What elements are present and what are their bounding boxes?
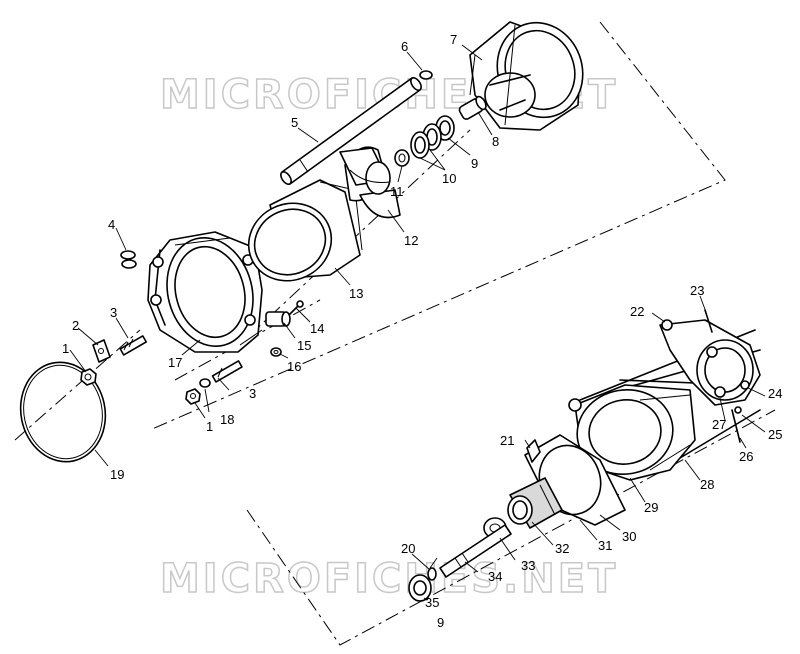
callout-31: 31 [598,538,612,553]
impeller-12 [339,146,401,219]
nut-1-left [80,368,97,386]
spacer-11 [394,149,410,167]
washer-16 [270,347,282,357]
stud-3-lower [211,360,243,383]
plate-2 [92,339,111,363]
spacer-15 [265,311,291,327]
callout-32: 32 [555,541,569,556]
bushing-8 [458,95,487,120]
ring-35 [427,567,437,581]
callout-2: 2 [72,318,79,333]
callout-24: 24 [768,386,782,401]
callout-18: 18 [220,412,234,427]
callout-25: 25 [768,427,782,442]
callout-10: 10 [442,171,456,186]
callout-3-upper: 3 [110,305,117,320]
callout-labels: 1 1 2 3 3 4 5 6 7 8 9 9 10 11 12 13 14 1… [62,32,782,630]
callout-12: 12 [404,233,418,248]
callout-34: 34 [488,569,502,584]
drive-shaft-5 [280,77,422,185]
clip-21 [526,439,541,463]
callout-7: 7 [450,32,457,47]
callout-35: 35 [425,595,439,610]
callout-1-lower: 1 [206,419,213,434]
callout-8: 8 [492,134,499,149]
callout-13: 13 [349,286,363,301]
callout-22: 22 [630,304,644,319]
callout-29: 29 [644,500,658,515]
steering-bracket [659,309,761,406]
callout-14: 14 [310,321,324,336]
callout-3-lower: 3 [249,386,256,401]
callout-23: 23 [690,283,704,298]
leader-lines [69,44,766,601]
callout-4: 4 [108,217,115,232]
stator-housing-7 [469,21,584,131]
callout-33: 33 [521,558,535,573]
callout-27: 27 [712,417,726,432]
callout-28: 28 [700,477,714,492]
nut-1-lower [185,388,201,405]
screw-14 [287,300,304,317]
seals-10 [410,123,442,159]
callout-21: 21 [500,433,514,448]
callout-11: 11 [390,184,404,199]
callout-6: 6 [401,39,408,54]
callout-5: 5 [291,115,298,130]
callout-1-left: 1 [62,341,69,356]
ring-6 [419,70,433,80]
callout-9-upper: 9 [471,156,478,171]
callout-19: 19 [110,467,124,482]
callout-17: 17 [168,355,182,370]
pump-housing-17 [147,231,263,353]
nozzle-29 [568,384,696,481]
callout-30: 30 [622,529,636,544]
shaft-34 [439,524,512,578]
washer-18 [199,378,211,388]
bearing-housing-32 [507,477,563,529]
bearing-9-lower [408,574,432,602]
callout-15: 15 [297,338,311,353]
callout-20: 20 [401,541,415,556]
callout-9-lower: 9 [437,615,444,630]
callout-16: 16 [287,359,301,374]
callout-26: 26 [739,449,753,464]
o-ring-19 [19,361,107,463]
o-ring-4 [120,250,137,269]
watermark-bottom: MICROFICHES.NET [160,556,618,602]
wear-ring-13 [247,179,363,282]
stud-26 [731,406,742,443]
stud-3-upper [119,335,148,356]
